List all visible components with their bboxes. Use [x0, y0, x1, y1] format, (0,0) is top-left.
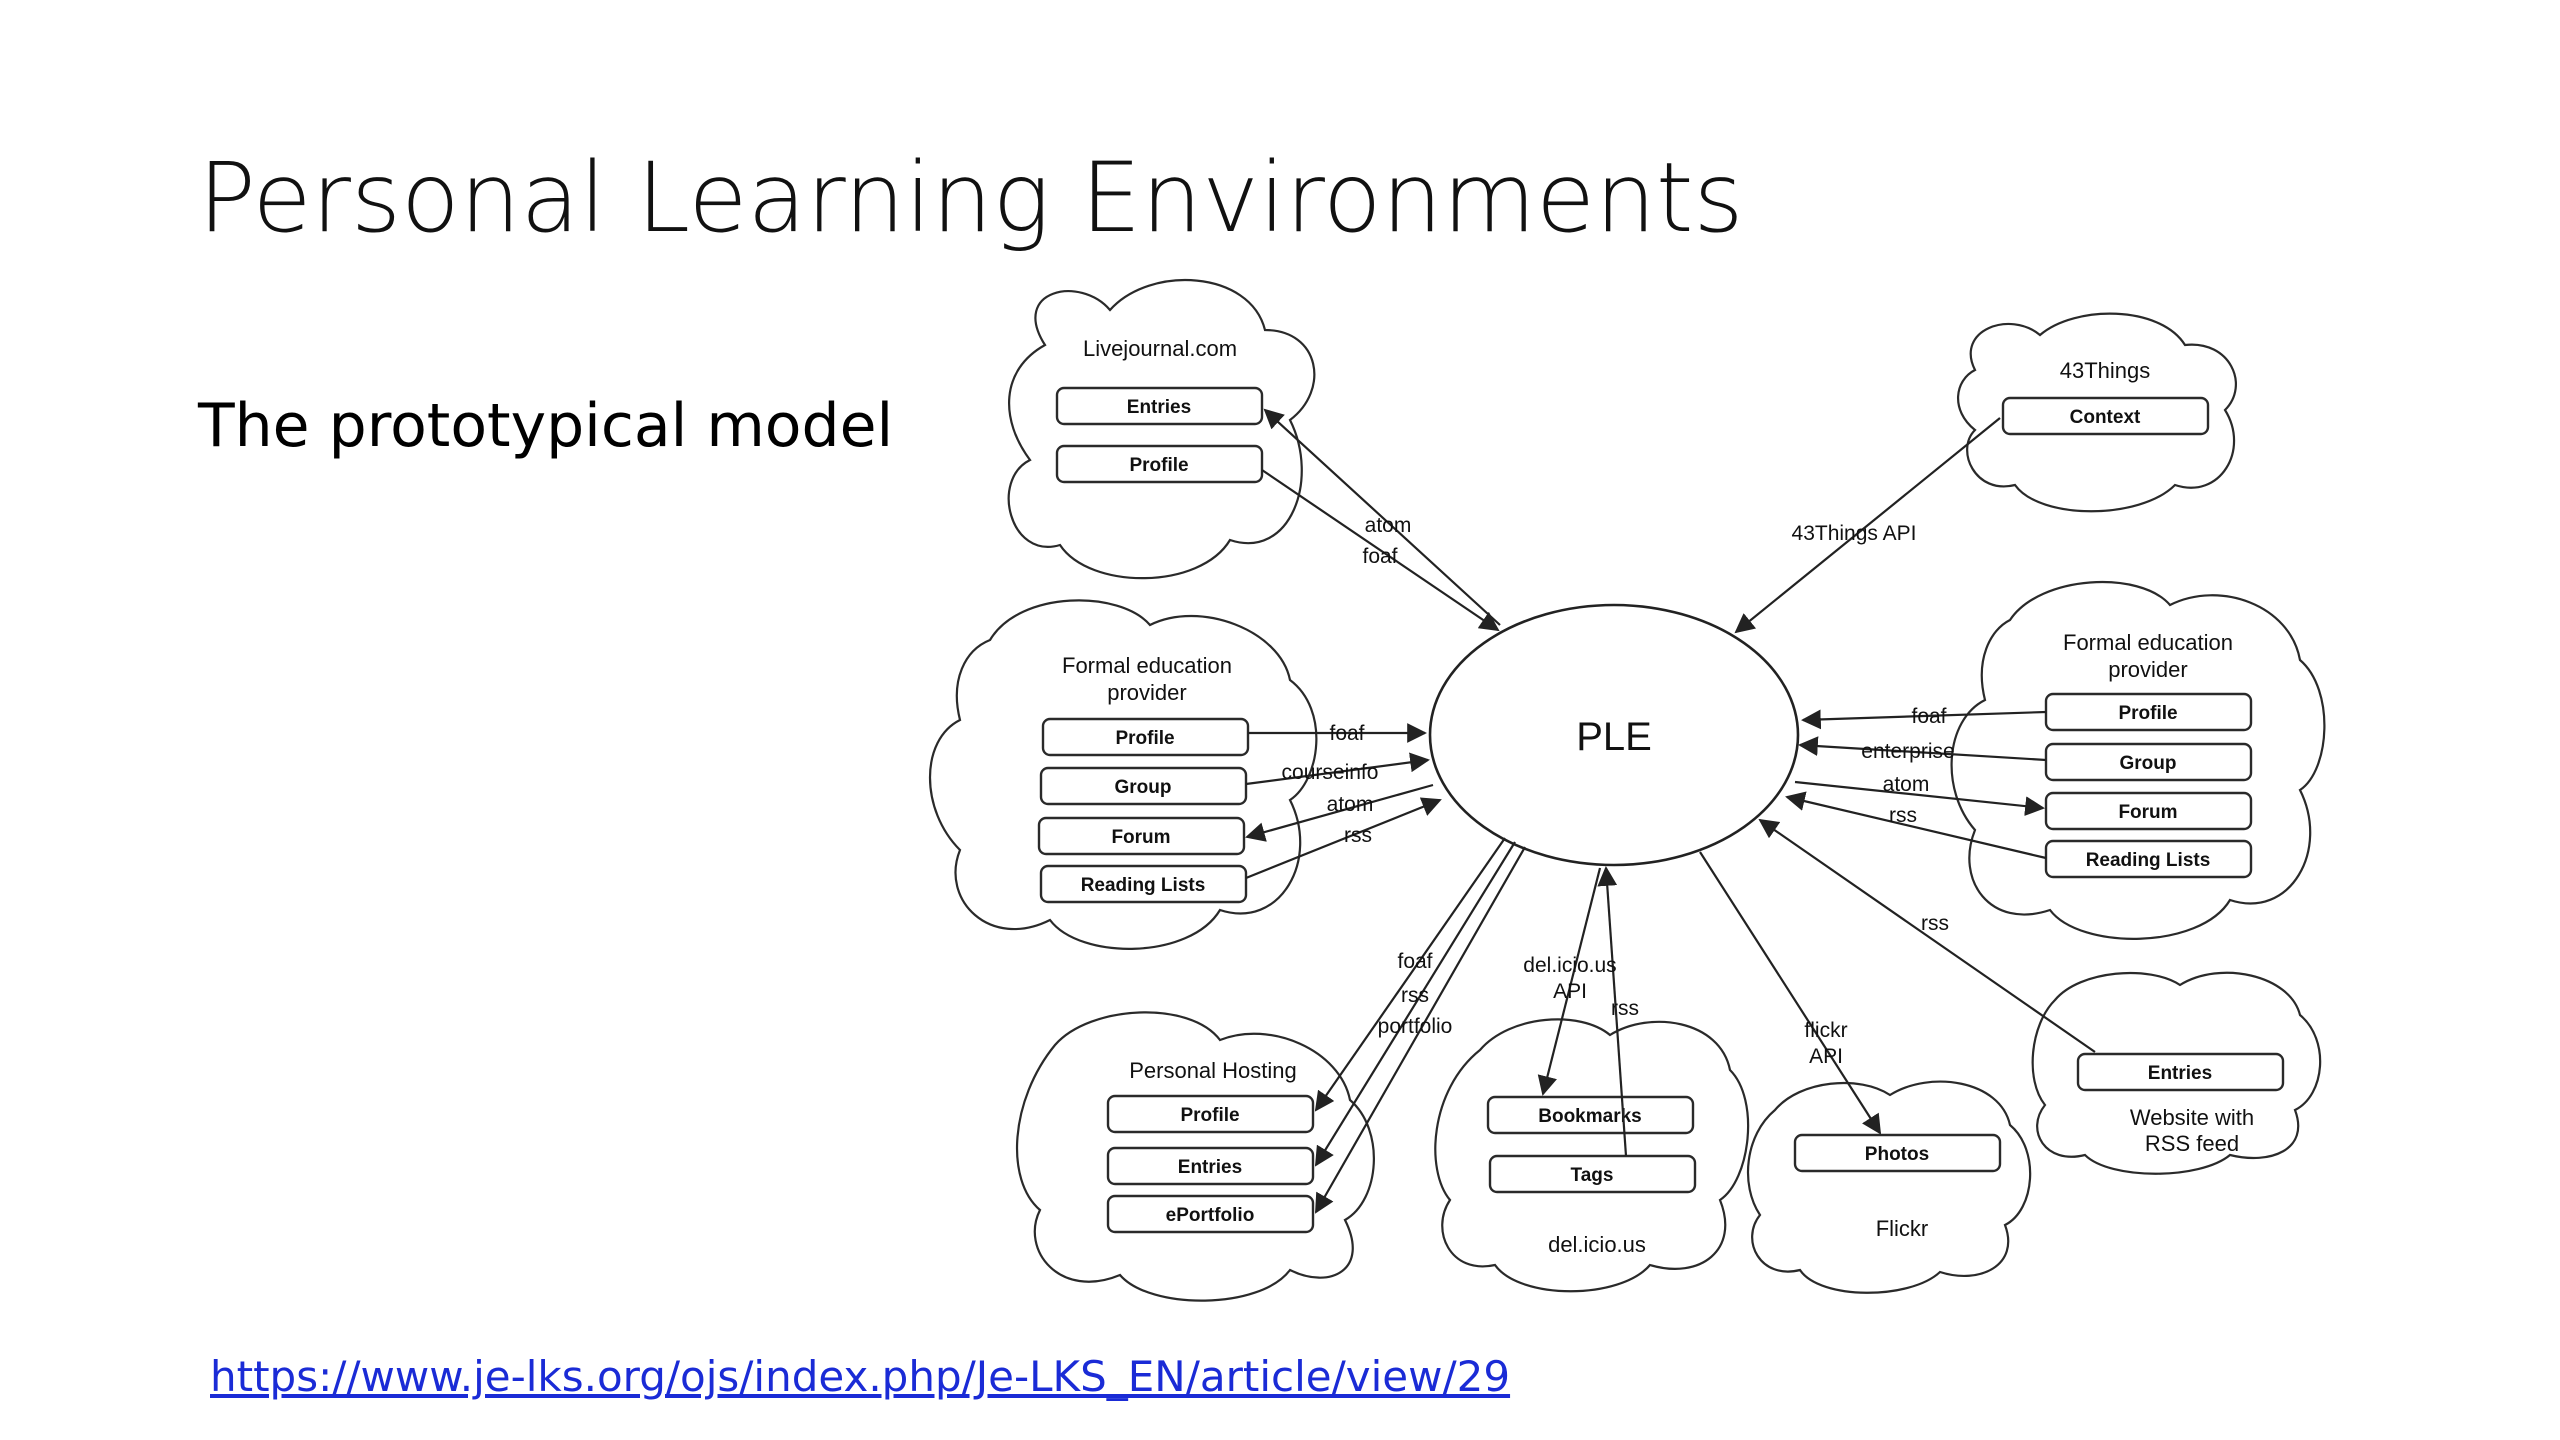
43things-title: 43Things	[2060, 358, 2151, 383]
arrow-website	[1758, 818, 2096, 1053]
svg-text:Entries: Entries	[1127, 397, 1191, 418]
box-lj-profile: Profile	[1055, 444, 1264, 484]
arrow-ph-eportfolio	[1315, 846, 1526, 1214]
label-del-api-2: API	[1553, 980, 1587, 1003]
label-flickr-api-1: flickr	[1804, 1019, 1847, 1042]
svg-text:Reading Lists: Reading Lists	[1081, 875, 1206, 896]
label-lj-foaf: foaf	[1362, 545, 1397, 568]
arrow-fr-forum	[1794, 780, 2045, 816]
arrow-fl-group	[1245, 752, 1430, 786]
box-fl-group: Group	[1039, 766, 1248, 806]
label-fr-enterprise: enterprise	[1861, 740, 1954, 763]
label-43things-api: 43Things API	[1792, 522, 1917, 545]
box-fl-forum: Forum	[1037, 816, 1246, 856]
label-ph-portfolio: portfolio	[1378, 1015, 1453, 1038]
svg-text:Profile: Profile	[1129, 455, 1188, 476]
arrow-lj-profile	[1261, 469, 1500, 632]
box-web-entries: Entries	[2076, 1052, 2285, 1092]
svg-text:Profile: Profile	[1115, 728, 1174, 749]
box-lj-entries: Entries	[1055, 386, 1264, 426]
arrow-fl-forum	[1245, 783, 1434, 842]
label-fr-rss: rss	[1889, 804, 1917, 827]
arrow-ph-entries	[1314, 841, 1516, 1167]
label-fr-atom: atom	[1883, 773, 1930, 796]
arrow-fr-profile	[1801, 709, 2047, 730]
cloud-flickr	[1746, 1080, 2032, 1294]
svg-text:Bookmarks: Bookmarks	[1538, 1106, 1642, 1127]
arrow-lj-entries	[1263, 408, 1501, 626]
svg-text:Group: Group	[1115, 777, 1172, 798]
box-43-context: Context	[2001, 396, 2210, 436]
delicious-title: del.icio.us	[1548, 1232, 1646, 1257]
label-del-api-1: del.icio.us	[1523, 954, 1616, 977]
label-flickr-api-2: API	[1809, 1045, 1843, 1068]
svg-text:Profile: Profile	[2118, 703, 2177, 724]
svg-text:Photos: Photos	[1865, 1144, 1929, 1165]
box-fr-profile: Profile	[2044, 692, 2253, 732]
formal-right-title-2: provider	[2108, 657, 2187, 682]
svg-text:Context: Context	[2070, 407, 2141, 428]
arrow-del-tags	[1597, 866, 1628, 1157]
label-ph-rss: rss	[1401, 984, 1429, 1007]
label-fr-foaf: foaf	[1911, 705, 1946, 728]
svg-text:Entries: Entries	[2148, 1063, 2212, 1084]
svg-text:Forum: Forum	[2118, 802, 2177, 823]
arrow-ph-profile	[1314, 837, 1506, 1112]
svg-text:Entries: Entries	[1178, 1157, 1242, 1178]
arrow-fl-reading	[1245, 797, 1442, 880]
svg-text:Profile: Profile	[1180, 1105, 1239, 1126]
label-del-rss: rss	[1611, 997, 1639, 1020]
svg-text:Tags: Tags	[1571, 1165, 1614, 1186]
livejournal-title: Livejournal.com	[1083, 336, 1237, 361]
svg-text:Group: Group	[2120, 753, 2177, 774]
box-ph-entries: Entries	[1106, 1146, 1315, 1186]
label-fl-atom: atom	[1327, 793, 1374, 816]
ple-node: PLE	[1428, 603, 1800, 867]
cloud-livejournal	[1007, 279, 1316, 580]
svg-text:ePortfolio: ePortfolio	[1166, 1205, 1255, 1226]
formal-left-title-1: Formal education	[1062, 653, 1232, 678]
formal-left-title-2: provider	[1107, 680, 1186, 705]
arrow-43things	[1734, 417, 2001, 634]
website-title-2: RSS feed	[2145, 1131, 2239, 1156]
box-ph-eportfolio: ePortfolio	[1106, 1194, 1315, 1234]
box-del-tags: Tags	[1488, 1154, 1697, 1194]
box-del-bookmarks: Bookmarks	[1486, 1095, 1695, 1135]
box-fl-profile: Profile	[1041, 717, 1250, 757]
box-ph-profile: Profile	[1106, 1094, 1315, 1134]
arrows	[1245, 408, 2096, 1214]
box-fr-group: Group	[2044, 742, 2253, 782]
svg-text:Reading Lists: Reading Lists	[2086, 850, 2211, 871]
arrow-fr-reading	[1785, 791, 2047, 860]
label-fl-rss: rss	[1344, 824, 1372, 847]
website-title-1: Website with	[2130, 1105, 2254, 1130]
box-fr-forum: Forum	[2044, 791, 2253, 831]
box-fr-reading-lists: Reading Lists	[2044, 839, 2253, 879]
flickr-title: Flickr	[1876, 1216, 1929, 1241]
box-fl-reading-lists: Reading Lists	[1039, 864, 1248, 904]
source-link[interactable]: https://www.je-lks.org/ojs/index.php/Je-…	[210, 1352, 1511, 1401]
label-web-rss: rss	[1921, 912, 1949, 935]
arrow-fr-group	[1798, 736, 2047, 762]
slide-title: Personal Learning Environments	[198, 142, 1744, 254]
svg-text:Forum: Forum	[1111, 827, 1170, 848]
arrow-del-bookmarks	[1537, 867, 1602, 1096]
label-fl-foaf: foaf	[1329, 722, 1364, 745]
hosting-title: Personal Hosting	[1129, 1058, 1297, 1083]
formal-right-title-1: Formal education	[2063, 630, 2233, 655]
ple-label: PLE	[1576, 715, 1652, 759]
arrow-flickr	[1699, 851, 1882, 1135]
label-fl-courseinfo: courseinfo	[1282, 761, 1379, 784]
slide-subtitle: The prototypical model	[198, 391, 894, 461]
box-flickr-photos: Photos	[1793, 1133, 2002, 1173]
label-ph-foaf: foaf	[1397, 950, 1432, 973]
label-lj-atom: atom	[1365, 514, 1412, 537]
